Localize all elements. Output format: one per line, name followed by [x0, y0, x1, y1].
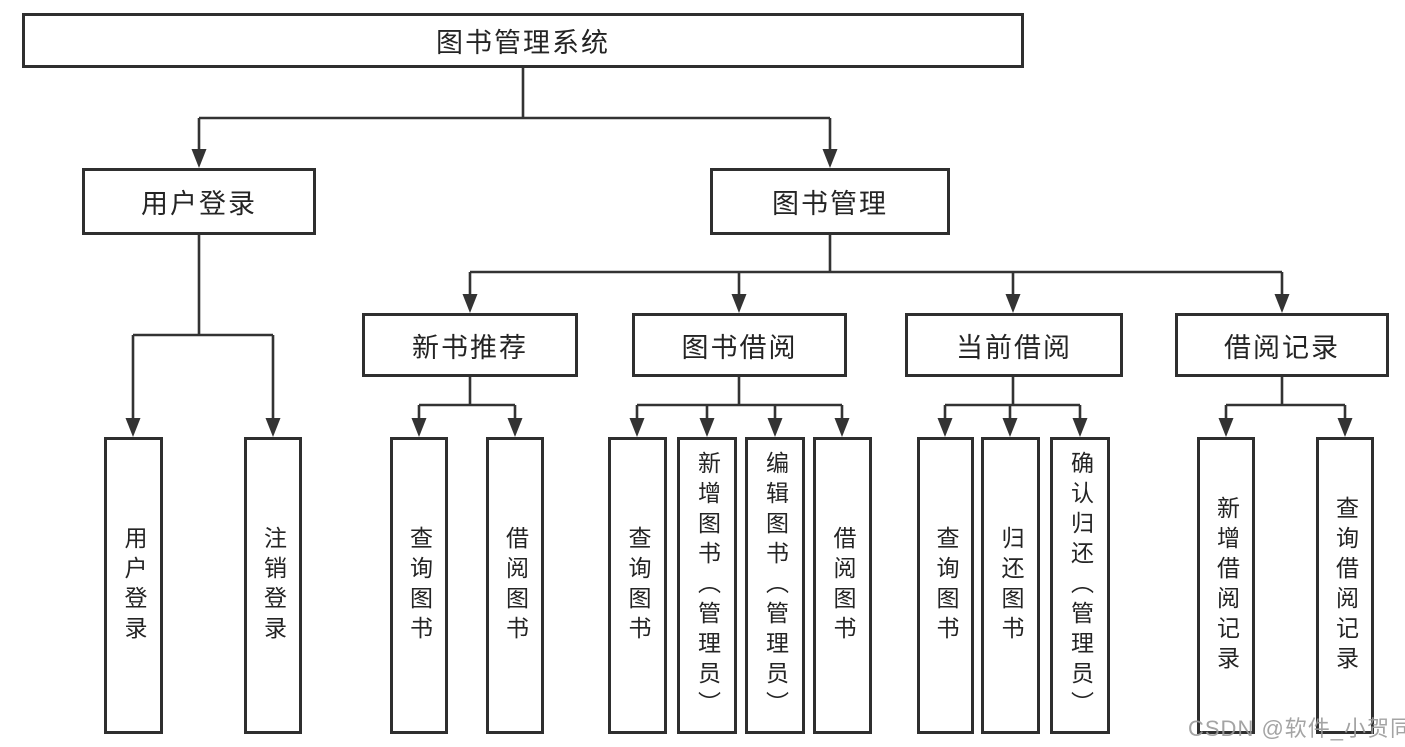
arrowhead — [767, 418, 783, 437]
connector-lines-borrow-records — [1224, 377, 1347, 420]
leaf-query-books-current: 查询图书 — [917, 437, 974, 734]
node-current-borrow: 当前借阅 — [905, 313, 1123, 377]
arrowhead — [731, 294, 747, 313]
connector-lines-new-book-rec — [417, 377, 517, 420]
node-book-borrow: 图书借阅 — [632, 313, 847, 377]
node-book-management: 图书管理 — [710, 168, 950, 235]
arrowhead — [1274, 294, 1290, 313]
node-root: 图书管理系统 — [22, 13, 1024, 68]
arrowhead — [822, 149, 838, 168]
arrowhead — [1218, 418, 1234, 437]
leaf-query-borrow-record: 查询借阅记录 — [1316, 437, 1374, 734]
arrowhead — [629, 418, 645, 437]
arrowhead — [1072, 418, 1088, 437]
arrowhead — [834, 418, 850, 437]
arrowhead — [462, 294, 478, 313]
leaf-confirm-return-admin: 确认归还（管理员） — [1050, 437, 1110, 734]
node-borrow-records: 借阅记录 — [1175, 313, 1389, 377]
arrowhead — [507, 418, 523, 437]
leaf-add-borrow-record: 新增借阅记录 — [1197, 437, 1255, 734]
connector-lines-user-login — [131, 235, 275, 420]
leaf-logout: 注销登录 — [244, 437, 302, 734]
leaf-user-login: 用户登录 — [104, 437, 163, 734]
leaf-borrow-books: 借阅图书 — [813, 437, 872, 734]
leaf-borrow-books-recommend: 借阅图书 — [486, 437, 544, 734]
watermark: CSDN @软件_小贺同学 — [1188, 716, 1405, 741]
node-new-book-recommend: 新书推荐 — [362, 313, 578, 377]
leaf-query-books-borrow: 查询图书 — [608, 437, 667, 734]
arrowhead — [265, 418, 281, 437]
arrowhead — [699, 418, 715, 437]
connector-lines-root — [197, 68, 832, 151]
connector-lines-book-borrow — [635, 377, 844, 420]
leaf-return-books: 归还图书 — [981, 437, 1040, 734]
arrowhead — [1002, 418, 1018, 437]
arrowhead — [1005, 294, 1021, 313]
arrowhead — [191, 149, 207, 168]
connector-lines-current-borrow — [943, 377, 1082, 420]
leaf-add-books-admin: 新增图书（管理员） — [677, 437, 737, 734]
node-user-login: 用户登录 — [82, 168, 316, 235]
leaf-edit-books-admin: 编辑图书（管理员） — [745, 437, 805, 734]
leaf-query-books-recommend: 查询图书 — [390, 437, 448, 734]
arrowhead — [1337, 418, 1353, 437]
connector-lines-book-mgmt — [468, 235, 1284, 296]
arrowhead — [125, 418, 141, 437]
arrowhead — [411, 418, 427, 437]
arrowhead — [937, 418, 953, 437]
